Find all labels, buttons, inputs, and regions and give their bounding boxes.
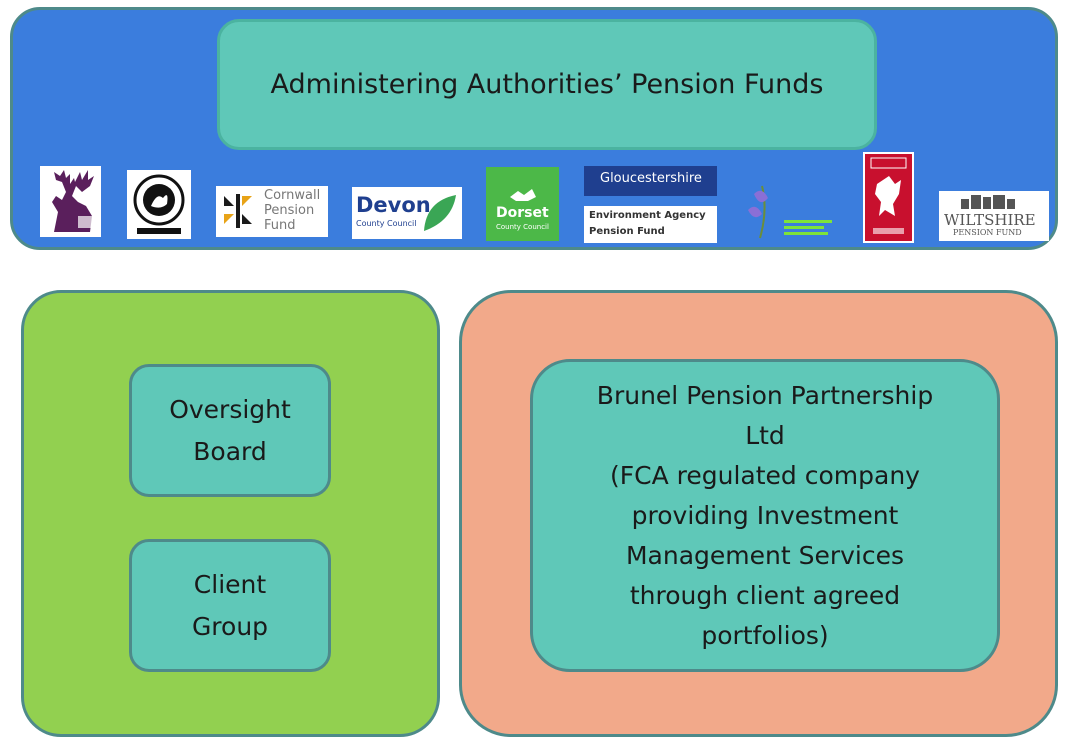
banner-title: Administering Authorities’ Pension Funds — [270, 69, 824, 100]
stag-pension-logo — [40, 166, 101, 237]
client-group-line1: Client — [193, 569, 267, 599]
client-group-box: Client Group — [129, 539, 331, 672]
brunel-line5: Management Services — [625, 540, 905, 570]
wiltshire-main: WILTSHIRE — [944, 211, 1036, 229]
devon-sub: County Council — [356, 219, 417, 228]
environment-agency-logo: Environment Agency Pension Fund — [584, 206, 717, 243]
dorset-county-council-logo: Dorset County Council — [486, 167, 559, 241]
cornwall-line1: Cornwall — [264, 188, 321, 203]
oversight-board-box: Oversight Board — [129, 364, 331, 497]
dorset-sub: County Council — [496, 223, 549, 231]
swan-crest-icon — [133, 174, 185, 234]
devon-county-council-logo: Devon County Council — [352, 187, 462, 239]
devon-leaf-icon — [424, 195, 456, 231]
gloucestershire-logo: Gloucestershire — [584, 166, 717, 196]
environment-agency-line2: Pension Fund — [589, 226, 665, 237]
buckinghamshire-logo — [127, 170, 191, 239]
dorset-lion-icon — [510, 189, 536, 201]
brunel-line4: providing Investment — [631, 500, 899, 530]
gloucestershire-main: Gloucestershire — [600, 171, 702, 186]
cornwall-pension-fund-logo: Cornwall Pension Fund — [216, 186, 328, 237]
wiltshire-pension-fund-logo: WILTSHIRE PENSION FUND — [939, 191, 1049, 241]
client-group-line2: Group — [191, 611, 269, 641]
stone-circle-icon — [961, 195, 1015, 209]
brunel-line3: (FCA regulated company — [610, 460, 920, 490]
brunel-line6: through client agreed — [629, 580, 901, 610]
stag-icon — [52, 170, 96, 232]
brunel-pension-partnership-box: Brunel Pension Partnership Ltd (FCA regu… — [530, 359, 1000, 672]
cornwall-crest-icon — [224, 194, 252, 228]
cornwall-line3: Fund — [264, 218, 296, 233]
devon-main: Devon — [356, 193, 431, 217]
oversight-line1: Oversight — [169, 394, 291, 424]
somerset-dragon-icon — [870, 157, 907, 234]
environment-agency-line1: Environment Agency — [589, 210, 706, 221]
bluebell-icon — [748, 185, 834, 239]
cornwall-line2: Pension — [264, 203, 315, 218]
brunel-line2: Ltd — [745, 420, 785, 450]
wiltshire-sub: PENSION FUND — [953, 228, 1022, 237]
somerset-logo — [863, 152, 914, 243]
brunel-line1: Brunel Pension Partnership — [596, 380, 934, 410]
dorset-main: Dorset — [496, 205, 549, 221]
oxfordshire-logo — [742, 180, 839, 243]
brunel-line7: portfolios) — [701, 620, 829, 650]
banner-title-box: Administering Authorities’ Pension Funds — [217, 19, 877, 150]
oversight-line2: Board — [193, 436, 267, 466]
